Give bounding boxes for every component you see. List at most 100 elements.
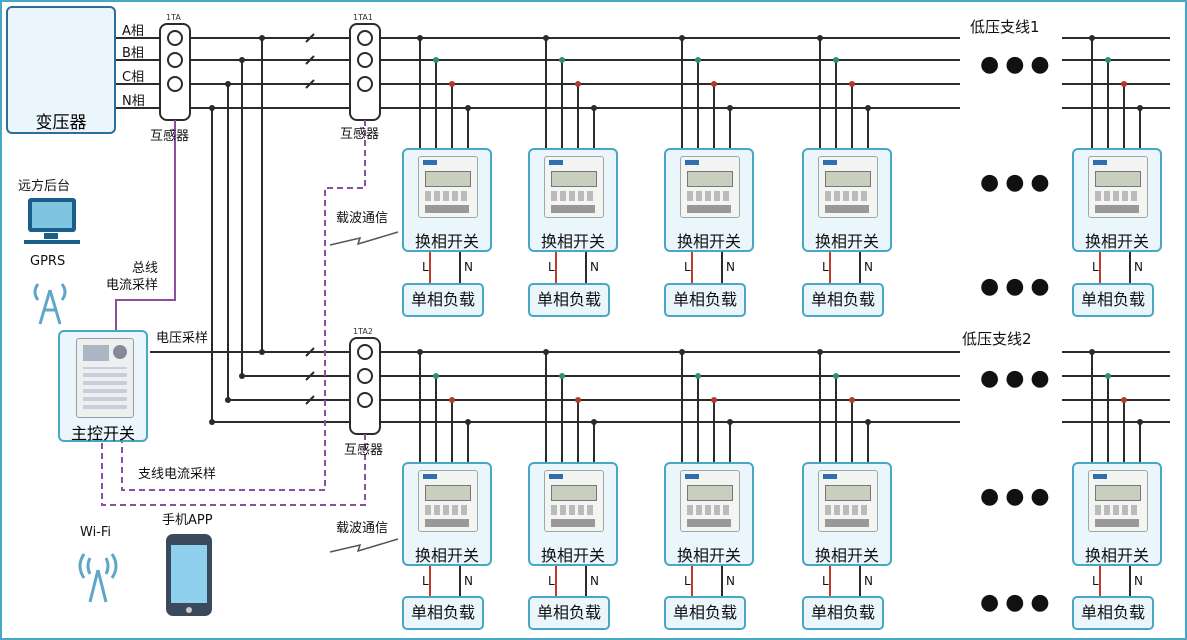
drop-junction: [833, 373, 839, 379]
drop-junction: [559, 373, 565, 379]
drop-junction: [575, 81, 581, 87]
meter-device: [544, 470, 604, 532]
drop-junction: [679, 349, 685, 355]
ellipsis-dots: ●●●: [980, 52, 1056, 77]
drop-junction: [1089, 349, 1095, 355]
single-phase-load: 单相负载: [402, 283, 484, 317]
master-switch-label: 主控开关: [70, 424, 135, 443]
single-phase-load: 单相负载: [528, 596, 610, 630]
phase-switch-label: 换相开关: [414, 232, 479, 251]
terminal-n-label: N: [464, 260, 473, 274]
phase-switch: 换相开关: [1072, 148, 1162, 252]
computer-icon: [24, 198, 80, 244]
meter-device: [418, 470, 478, 532]
ellipsis-dots: ●●●: [980, 366, 1056, 391]
master-switch: 主控开关: [58, 330, 148, 443]
meter-device: [680, 470, 740, 532]
phase-switch: 换相开关: [402, 462, 492, 566]
phase-switch-label: 换相开关: [676, 546, 741, 565]
single-phase-load: 单相负载: [1072, 283, 1154, 317]
drop-junction: [679, 35, 685, 41]
ellipsis-dots: ●●●: [980, 170, 1056, 195]
ct-main: [159, 23, 191, 121]
phase-switch: 换相开关: [1072, 462, 1162, 566]
terminal-l-label: L: [684, 574, 691, 588]
drop-junction: [711, 397, 717, 403]
drop-junction: [559, 57, 565, 63]
gprs-icon: [33, 283, 67, 325]
terminal-l-label: L: [422, 260, 429, 274]
branch2-label: 低压支线2: [962, 330, 1032, 348]
ct-branch2: [349, 337, 381, 435]
drop-junction: [711, 81, 717, 87]
feeder-verticals: [150, 38, 263, 422]
branch-current-label: 支线电流采样: [138, 467, 217, 482]
meter-device: [680, 156, 740, 218]
drop-junction: [727, 419, 733, 425]
meter-device: [418, 156, 478, 218]
drop-junction: [465, 105, 471, 111]
bus-current-line: [115, 120, 176, 330]
ct-branch1: [349, 23, 381, 121]
carrier-bolt: [329, 231, 399, 553]
drop-junction: [727, 105, 733, 111]
phase-switch-label: 换相开关: [1084, 546, 1149, 565]
ct-branch2-label: 互感器: [344, 443, 384, 458]
phase-switch: 换相开关: [528, 148, 618, 252]
transformer-box: 变压器: [6, 6, 116, 134]
drop-junction: [433, 373, 439, 379]
terminal-l-label: L: [422, 574, 429, 588]
terminal-n-label: N: [1134, 260, 1143, 274]
terminal-n-label: N: [590, 260, 599, 274]
terminal-l-label: L: [684, 260, 691, 274]
single-phase-load: 单相负载: [664, 283, 746, 317]
terminal-l-label: L: [1092, 260, 1099, 274]
drop-junction: [1105, 57, 1111, 63]
branch-current-line: [101, 120, 366, 506]
switch-drops: [417, 35, 1143, 596]
single-phase-load: 单相负载: [1072, 596, 1154, 630]
single-phase-load: 单相负载: [402, 596, 484, 630]
terminal-l-label: L: [1092, 574, 1099, 588]
ellipsis-dots: ●●●: [980, 590, 1056, 615]
ct-main-label: 互感器: [150, 129, 190, 144]
gprs-label: GPRS: [30, 254, 66, 269]
terminal-n-label: N: [726, 574, 735, 588]
wifi-label: Wi-Fi: [80, 525, 112, 540]
phase-switch: 换相开关: [664, 462, 754, 566]
phase-switch-label: 换相开关: [814, 546, 879, 565]
ct-main-tag: 1TA: [166, 13, 181, 22]
drop-junction: [543, 35, 549, 41]
drop-junction: [865, 105, 871, 111]
phase-b-label: B相: [122, 46, 144, 61]
ellipsis-dots: ●●●: [980, 274, 1056, 299]
terminal-l-label: L: [548, 574, 555, 588]
ct-branch2-tag: 1TA2: [353, 327, 373, 336]
drop-junction: [1137, 105, 1143, 111]
drop-junction: [465, 419, 471, 425]
phase-switch: 换相开关: [664, 148, 754, 252]
terminal-l-label: L: [548, 260, 555, 274]
drop-junction: [849, 397, 855, 403]
carrier-label-1: 载波通信: [336, 211, 389, 226]
phase-switch-label: 换相开关: [676, 232, 741, 251]
terminal-l-label: L: [822, 260, 829, 274]
meter-device: [1088, 470, 1148, 532]
meter-device: [544, 156, 604, 218]
wifi-icon: [78, 553, 118, 603]
drop-junction: [865, 419, 871, 425]
carrier-label-2: 载波通信: [336, 521, 389, 536]
ct-branch1-label: 互感器: [340, 127, 380, 142]
drop-junction: [695, 57, 701, 63]
ct-branch1-tag: 1TA1: [353, 13, 373, 22]
drop-junction: [433, 57, 439, 63]
drop-junction: [417, 349, 423, 355]
remote-label: 远方后台: [18, 179, 71, 194]
meter-device: [818, 470, 878, 532]
branch1-label: 低压支线1: [970, 18, 1040, 36]
phase-n-label: N相: [122, 94, 145, 109]
terminal-n-label: N: [864, 260, 873, 274]
terminal-l-label: L: [822, 574, 829, 588]
transformer-label: 变压器: [35, 113, 87, 133]
